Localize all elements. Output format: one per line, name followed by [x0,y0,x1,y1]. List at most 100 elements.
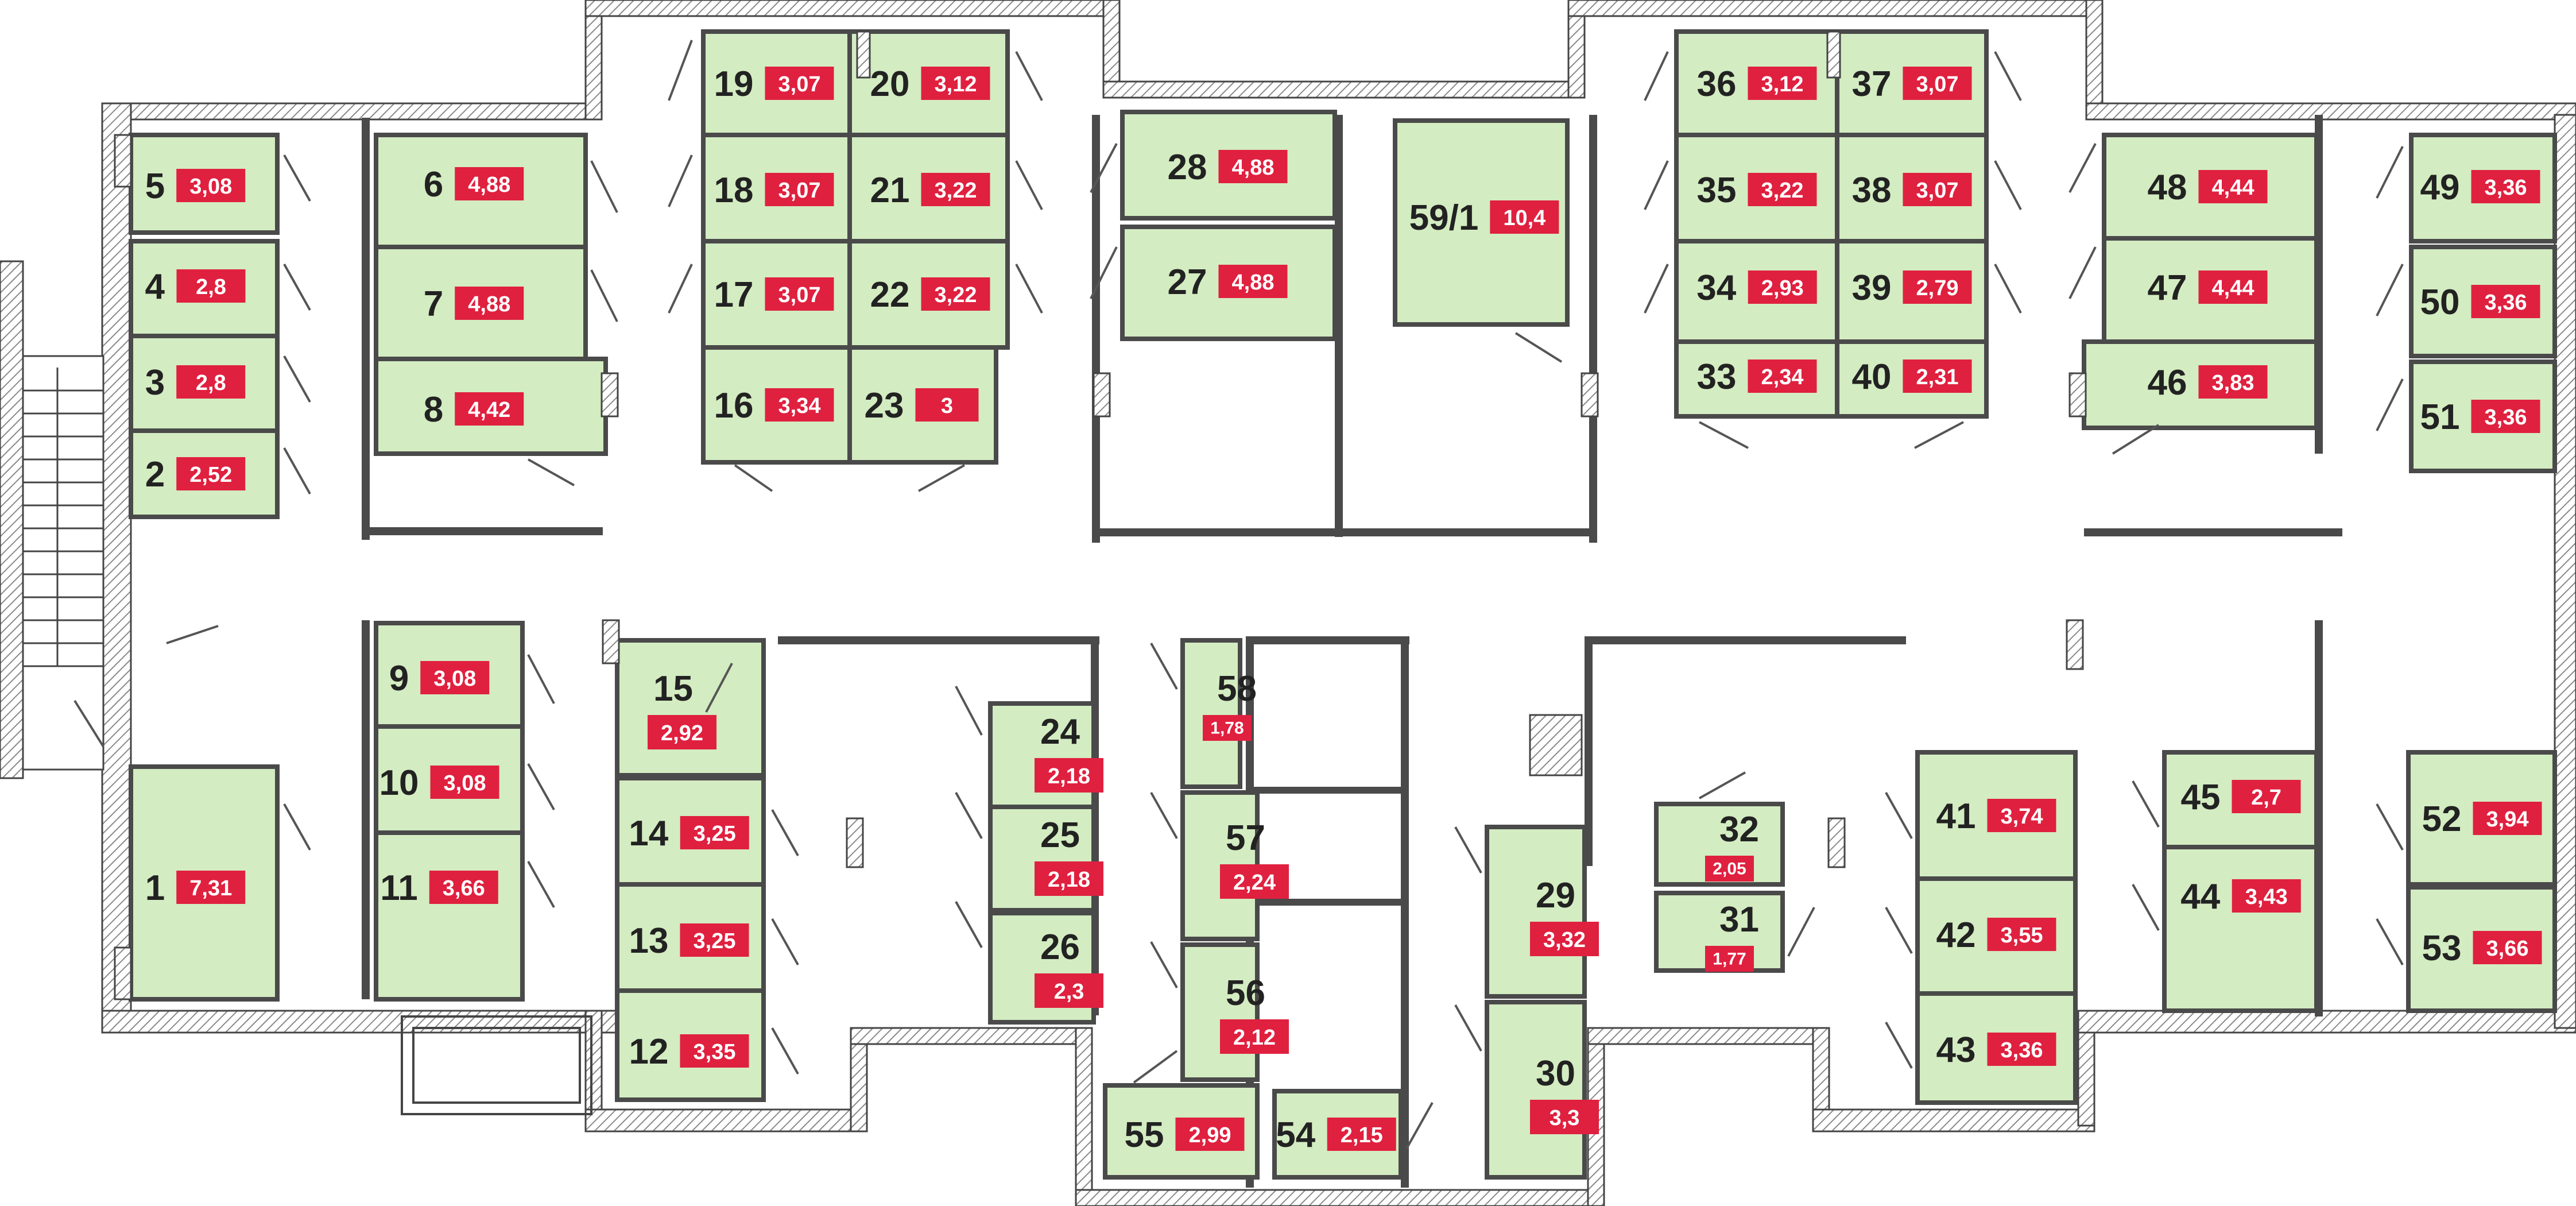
unit-number: 32 [1719,810,1759,849]
area-badge [176,365,246,399]
unit-area: 2,3 [1054,980,1084,1004]
area-badge [2473,931,2542,964]
area-badge [1903,270,1972,304]
unit-56 [1180,942,1260,1082]
unit-area: 3,08 [433,667,476,691]
area-badge [2473,802,2542,835]
unit-number: 58 [1217,669,1257,709]
unit-number: 59/1 [1409,198,1479,238]
unit-29 [1485,825,1587,999]
area-badge [1705,856,1754,882]
unit-area: 3,66 [2486,937,2529,961]
unit-area: 3,43 [2245,885,2288,909]
unit-number: 57 [1226,818,1265,858]
area-badge [1220,1019,1289,1054]
unit-area: 2,92 [661,721,703,745]
area-badge [1218,150,1288,183]
unit-area: 2,8 [196,371,226,395]
columns [114,30,2087,1000]
unit-number: 2 [145,455,165,494]
unit-number: 43 [1936,1030,1976,1070]
area-badge [2198,270,2268,304]
unit-44 [2162,845,2319,1013]
area-badge [921,67,990,100]
area-badge [921,173,990,206]
unit-area: 2,12 [1233,1026,1276,1050]
unit-area: 3,3 [1550,1106,1580,1130]
area-badge [176,269,246,303]
unit-area: 3,74 [2001,805,2043,829]
area-badge [680,1034,749,1068]
unit-number: 40 [1852,357,1892,397]
unit-area: 3,07 [778,283,821,307]
area-badge [915,388,979,422]
area-badge [1035,973,1103,1008]
unit-area: 3,08 [189,175,232,199]
area-badge [176,457,246,490]
unit-number: 53 [2422,929,2462,968]
area-badge [1748,67,1817,100]
area-badge [429,871,498,904]
area-badge [1175,1118,1245,1151]
area-badge [2198,365,2268,399]
unit-number: 22 [870,275,910,315]
area-badge [455,167,524,200]
unit-area: 2,34 [1761,365,1804,389]
area-badge [1327,1118,1396,1151]
unit-area: 3,25 [694,822,736,846]
unit-number: 47 [2148,268,2187,308]
unit-area: 3,07 [778,72,821,96]
unit-number: 46 [2148,363,2187,403]
unit-number: 10 [379,763,419,803]
area-badge [1748,360,1817,393]
area-badge [430,766,499,799]
unit-number: 48 [2148,168,2187,207]
unit-number: 24 [1040,712,1080,752]
unit-number: 34 [1696,268,1736,308]
unit-area: 3,36 [2001,1038,2043,1062]
unit-number: 33 [1697,357,1737,397]
area-badge [2471,170,2540,203]
unit-54 [1272,1089,1403,1180]
unit-number: 14 [629,814,668,853]
unit-number: 1 [145,868,165,908]
unit-area: 2,93 [1761,276,1804,300]
area-badge [455,287,524,320]
area-badge [765,277,834,311]
unit-number: 38 [1852,171,1892,210]
unit-number: 51 [2420,397,2460,437]
unit-number: 52 [2422,799,2462,839]
unit-area: 3,32 [1543,928,1586,952]
unit-number: 39 [1852,268,1892,308]
unit-area: 1,77 [1713,950,1746,969]
unit-area: 2,79 [1916,276,1959,300]
area-badge [680,816,749,849]
area-badge [2232,780,2301,813]
unit-number: 16 [714,386,754,426]
unit-11 [374,830,525,1002]
staircase [0,260,104,779]
area-badge [1903,67,1972,100]
area-badge [176,871,246,904]
area-badge [1987,1033,2056,1066]
unit-number: 27 [1168,262,1207,302]
unit-area: 4,42 [468,398,510,422]
area-badge [420,661,490,694]
unit-number: 19 [714,64,754,104]
unit-area: 3,08 [444,771,486,795]
entrance-porch [401,1015,592,1115]
unit-number: 15 [653,669,693,709]
unit-area: 3,36 [2485,176,2527,200]
area-badge [2232,879,2301,913]
unit-area: 10,4 [1503,206,1545,230]
area-badge [1220,864,1289,899]
unit-number: 17 [714,275,754,315]
unit-area: 4,44 [2212,276,2255,300]
unit-58 [1180,638,1242,789]
unit-area: 2,31 [1916,365,1959,389]
unit-number: 41 [1936,797,1976,836]
unit-area: 2,05 [1713,860,1746,879]
area-badge [1987,918,2056,951]
